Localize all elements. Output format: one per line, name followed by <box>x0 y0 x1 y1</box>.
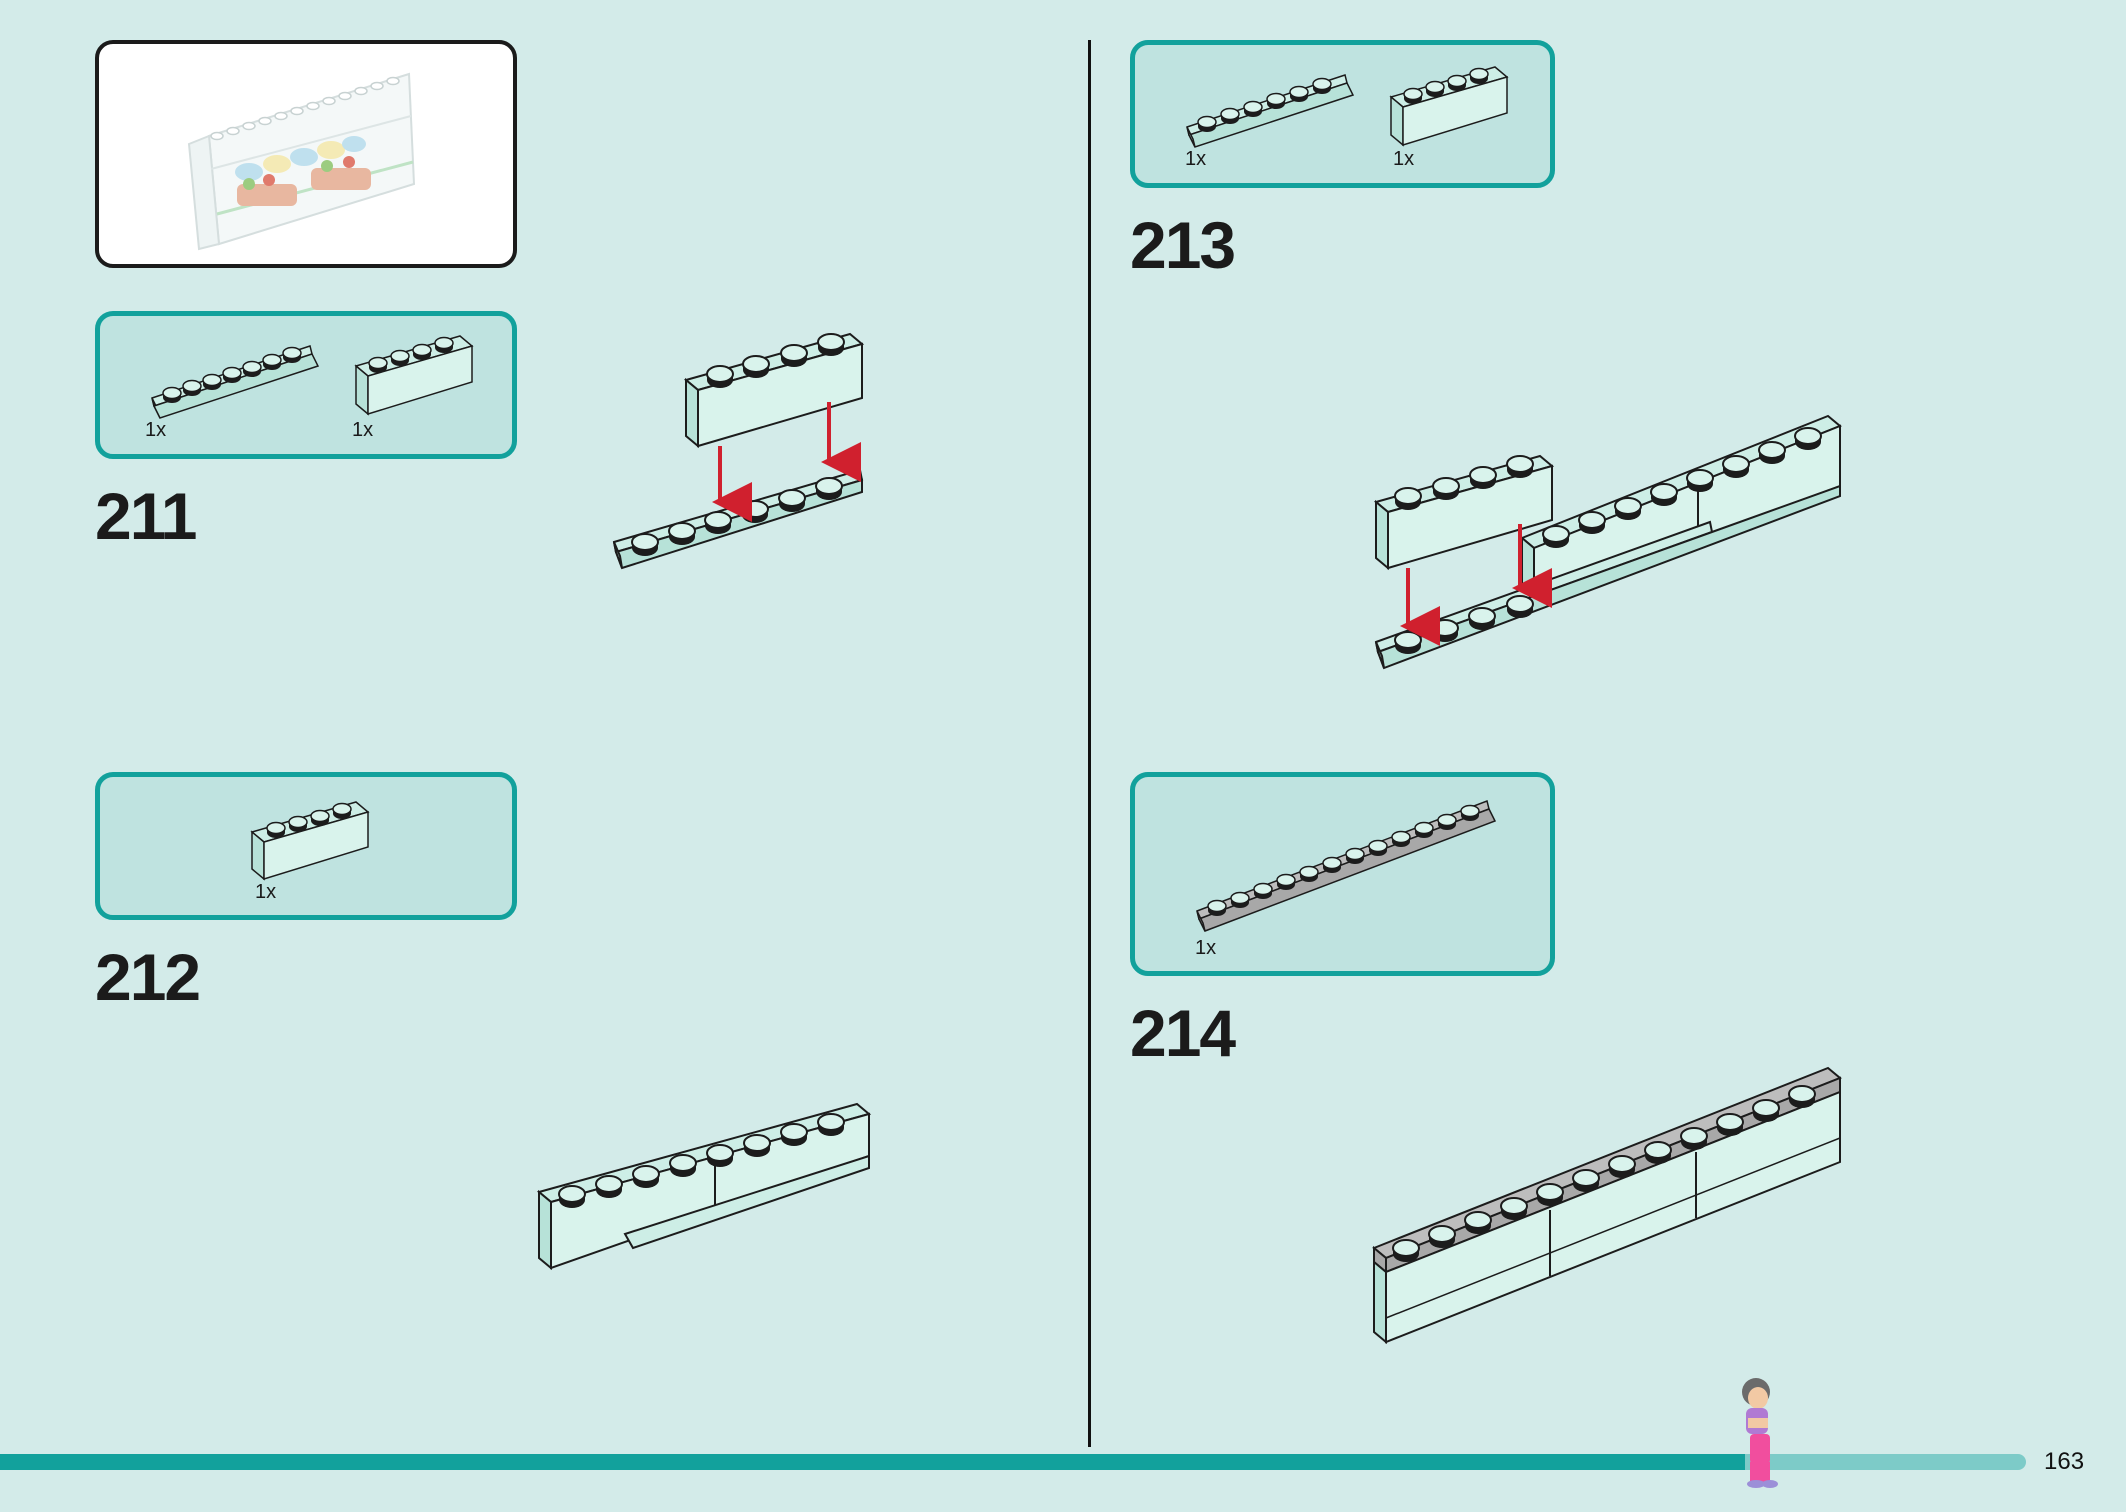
part-quantity: 1x <box>352 419 374 441</box>
step-211-build-illustration <box>612 332 865 570</box>
page-number: 163 <box>2044 1448 2085 1475</box>
step-212-build-illustration <box>536 1102 872 1271</box>
step-number: 211 <box>95 479 197 553</box>
progress-bar-fill <box>0 1454 1745 1470</box>
part-quantity: 1x <box>1393 148 1415 170</box>
part-1x12-grey-plate <box>1196 799 1497 932</box>
step-number: 212 <box>95 940 201 1014</box>
part-quantity: 1x <box>255 881 277 903</box>
overview-panel <box>95 40 517 268</box>
overview-model-illustration <box>187 72 416 251</box>
character-figure-icon <box>1742 1378 1778 1488</box>
part-1x4-brick <box>250 801 370 881</box>
part-1x4-brick <box>1389 66 1509 147</box>
part-1x8-plate <box>151 345 320 419</box>
step-number: 213 <box>1130 208 1236 282</box>
step-214-build-illustration <box>1372 1066 1842 1345</box>
step-number: 214 <box>1130 996 1236 1070</box>
part-1x6-plate <box>1186 74 1355 148</box>
part-1x4-brick <box>354 335 474 416</box>
part-quantity: 1x <box>1195 937 1217 959</box>
parts-callout-step-212: 1x <box>95 772 517 920</box>
page-divider <box>1088 40 1091 1447</box>
parts-callout-step-213: 1x 1x <box>1130 40 1555 188</box>
part-quantity: 1x <box>145 419 167 441</box>
part-quantity: 1x <box>1185 148 1207 170</box>
parts-callout-step-214: 1x <box>1130 772 1555 976</box>
step-213-build-illustration <box>1373 414 1842 670</box>
parts-callout-step-211: 1x 1x <box>95 311 517 459</box>
